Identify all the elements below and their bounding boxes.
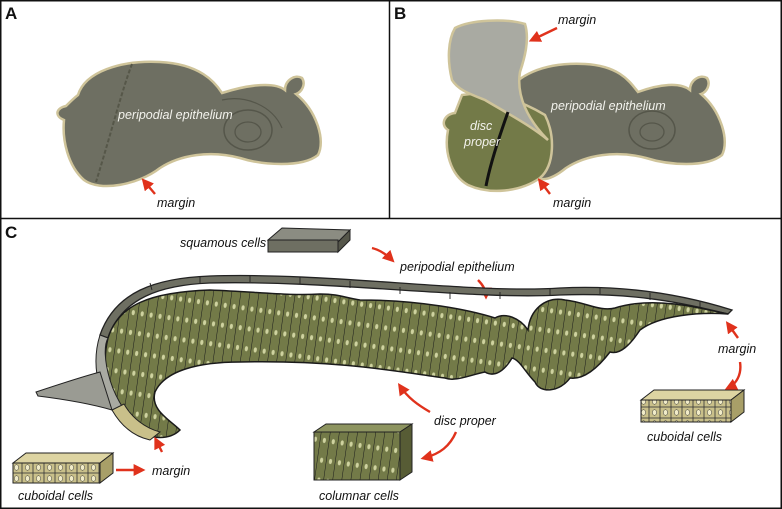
panel-b-bottom-margin-label: margin — [553, 196, 591, 210]
squamous-cells-illustration — [266, 227, 352, 254]
panel-a-fold-arc — [221, 98, 283, 129]
columnar-cells-illustration — [312, 423, 414, 481]
panel-b-top-margin-label: margin — [558, 13, 596, 27]
panel-b-disc-label-line1: disc — [470, 119, 493, 133]
panel-c-disc-proper-layer — [104, 289, 729, 439]
panel-a-margin-arrow — [141, 178, 156, 195]
cuboidal-left-label: cuboidal cells — [18, 489, 93, 503]
panel-a-fold-line — [95, 63, 133, 183]
panel-b-top-margin-arrow — [528, 26, 558, 42]
panel-b-ring-inner — [639, 122, 665, 142]
panel-a-ring-outer — [223, 109, 273, 151]
panel-c-left-cuboidal-patch — [111, 403, 162, 441]
panel-b-disc-label-line2: proper — [463, 135, 501, 149]
disc-proper-label: disc proper — [434, 414, 497, 428]
panel-b-letter: B — [394, 4, 406, 23]
peripodial-epithelium-label: peripodial epithelium — [399, 260, 515, 274]
panel-a-ring-inner — [234, 121, 262, 143]
panel-a-margin-label: margin — [157, 196, 195, 210]
margin-right-label: margin — [718, 342, 756, 356]
cuboidal-right-arrow — [724, 361, 742, 390]
cuboidal-cells-right-illustration — [639, 388, 746, 424]
panel-b-ring-outer — [628, 110, 676, 150]
cuboidal-right-label: cuboidal cells — [647, 430, 722, 444]
panel-b-peripodial-label: peripodial epithelium — [550, 99, 666, 113]
panel-b-peripodial-shape — [503, 62, 727, 181]
panel-a-peripodial-shape — [56, 60, 323, 188]
margin-left-arrow — [154, 436, 166, 453]
disc-proper-up-arrow — [398, 383, 431, 414]
margin-left-label: margin — [152, 464, 190, 478]
panel-b-flap-shape — [447, 19, 549, 141]
squamous-arrow — [371, 246, 395, 263]
margin-right-arrow — [725, 321, 739, 339]
squamous-cells-label: squamous cells — [180, 236, 266, 250]
disc-proper-down-arrow — [420, 431, 458, 462]
panel-c-left-tip — [35, 371, 113, 411]
panel-a-letter: A — [5, 4, 17, 23]
panel-b-fold-line — [484, 111, 510, 187]
panel-b-bottom-margin-arrow — [537, 178, 551, 195]
panel-a-disc — [56, 60, 323, 188]
panel-c-letter: C — [5, 223, 17, 242]
panel-b-disc — [442, 19, 727, 193]
panel-a-peripodial-label: peripodial epithelium — [117, 108, 233, 122]
cuboidal-cells-left-illustration — [11, 451, 115, 485]
columnar-cells-label: columnar cells — [319, 489, 399, 503]
